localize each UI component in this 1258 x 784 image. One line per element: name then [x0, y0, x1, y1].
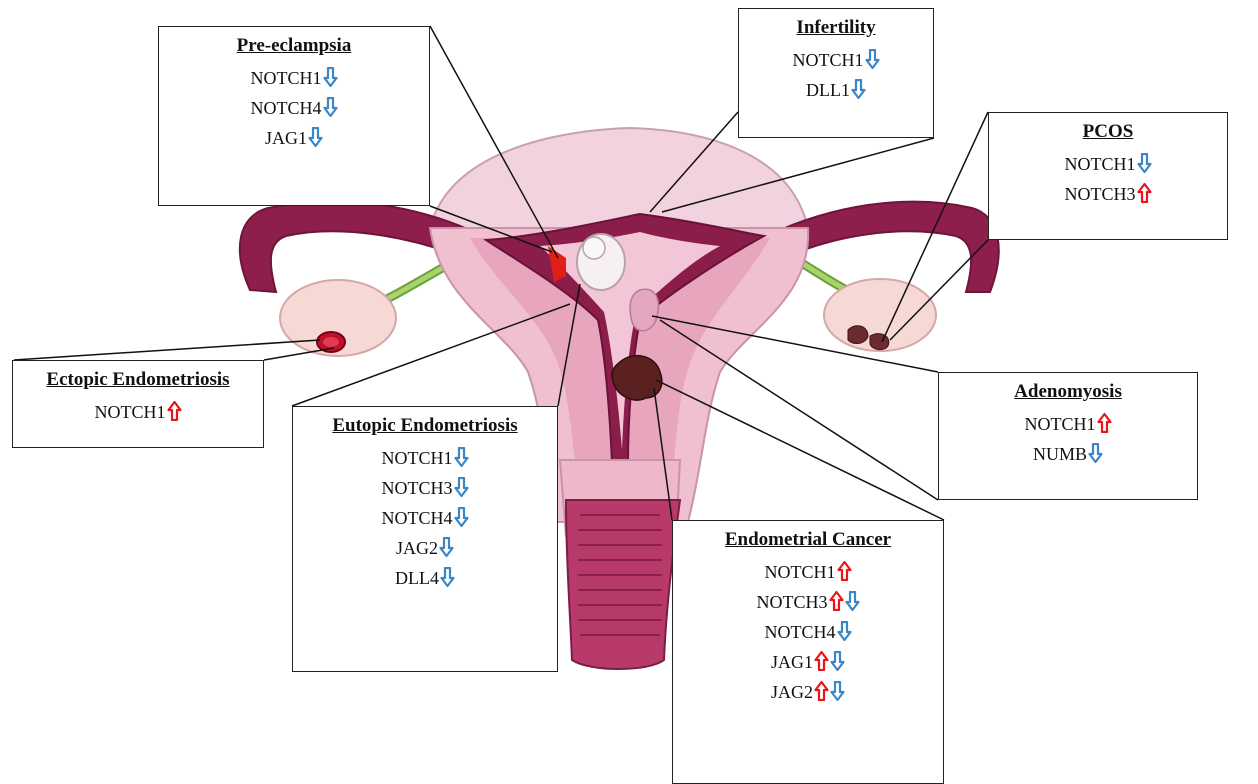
down-arrow-icon [1137, 153, 1152, 173]
down-arrow-icon [323, 67, 338, 87]
up-arrow-icon [814, 651, 829, 671]
gene-label: NOTCH1 [382, 448, 453, 468]
gene-label: NOTCH4 [382, 508, 453, 528]
pcos-cyst [870, 334, 889, 350]
gene-row: DLL1 [739, 75, 933, 105]
gene-row: NOTCH3 [989, 179, 1227, 209]
gene-row: NOTCH3 [293, 473, 557, 503]
gene-row: JAG2 [293, 533, 557, 563]
gene-row: NUMB [939, 439, 1197, 469]
gene-label: DLL1 [806, 80, 850, 100]
gene-label: NOTCH1 [765, 562, 836, 582]
gene-row: JAG1 [673, 647, 943, 677]
gene-label: NOTCH1 [1065, 154, 1136, 174]
down-arrow-icon [851, 79, 866, 99]
vaginal-canal [566, 500, 680, 669]
down-arrow-icon [454, 447, 469, 467]
down-arrow-icon [830, 651, 845, 671]
uterus-fundus [430, 128, 808, 228]
down-arrow-icon [865, 49, 880, 69]
gene-label: NOTCH1 [251, 68, 322, 88]
gene-row: NOTCH4 [673, 617, 943, 647]
up-arrow-icon [167, 401, 182, 421]
down-arrow-icon [323, 97, 338, 117]
gene-label: NOTCH1 [95, 402, 166, 422]
gene-label: NOTCH4 [765, 622, 836, 642]
down-arrow-icon [1088, 443, 1103, 463]
down-arrow-icon [845, 591, 860, 611]
gene-row: NOTCH1 [939, 409, 1197, 439]
embryo-head [583, 237, 605, 259]
gene-row: NOTCH1 [159, 63, 429, 93]
gene-row: JAG2 [673, 677, 943, 707]
gene-label: JAG2 [771, 682, 813, 702]
adenomyosis-lesion [630, 289, 658, 330]
gene-label: NOTCH4 [251, 98, 322, 118]
up-arrow-icon [1137, 183, 1152, 203]
box-title: PCOS [989, 121, 1227, 143]
box-title: Adenomyosis [939, 381, 1197, 403]
down-arrow-icon [440, 567, 455, 587]
gene-row: NOTCH4 [159, 93, 429, 123]
box-title: Pre-eclampsia [159, 35, 429, 57]
down-arrow-icon [837, 621, 852, 641]
gene-label: NOTCH3 [757, 592, 828, 612]
gene-label: NOTCH1 [1025, 414, 1096, 434]
up-arrow-icon [814, 681, 829, 701]
gene-label: NOTCH3 [382, 478, 453, 498]
box-title: Ectopic Endometriosis [13, 369, 263, 391]
gene-label: JAG1 [265, 128, 307, 148]
box-title: Eutopic Endometriosis [293, 415, 557, 437]
gene-row: DLL4 [293, 563, 557, 593]
down-arrow-icon [308, 127, 323, 147]
gene-label: NUMB [1033, 444, 1087, 464]
gene-row: NOTCH1 [989, 149, 1227, 179]
gene-row: NOTCH4 [293, 503, 557, 533]
up-arrow-icon [1097, 413, 1112, 433]
up-arrow-icon [837, 561, 852, 581]
gene-row: JAG1 [159, 123, 429, 153]
up-arrow-icon [829, 591, 844, 611]
gene-row: NOTCH1 [13, 397, 263, 427]
down-arrow-icon [454, 507, 469, 527]
down-arrow-icon [830, 681, 845, 701]
leader-ectopic-left [14, 340, 320, 360]
gene-row: NOTCH1 [293, 443, 557, 473]
ectopic-lesion-core [323, 337, 339, 347]
gene-label: NOTCH1 [793, 50, 864, 70]
pcos-cyst [848, 326, 868, 344]
gene-label: DLL4 [395, 568, 439, 588]
gene-row: NOTCH1 [673, 557, 943, 587]
gene-row: NOTCH3 [673, 587, 943, 617]
gene-label: JAG1 [771, 652, 813, 672]
down-arrow-icon [454, 477, 469, 497]
gene-row: NOTCH1 [739, 45, 933, 75]
box-title: Infertility [739, 17, 933, 39]
down-arrow-icon [439, 537, 454, 557]
box-title: Endometrial Cancer [673, 529, 943, 551]
gene-label: NOTCH3 [1065, 184, 1136, 204]
gene-label: JAG2 [396, 538, 438, 558]
